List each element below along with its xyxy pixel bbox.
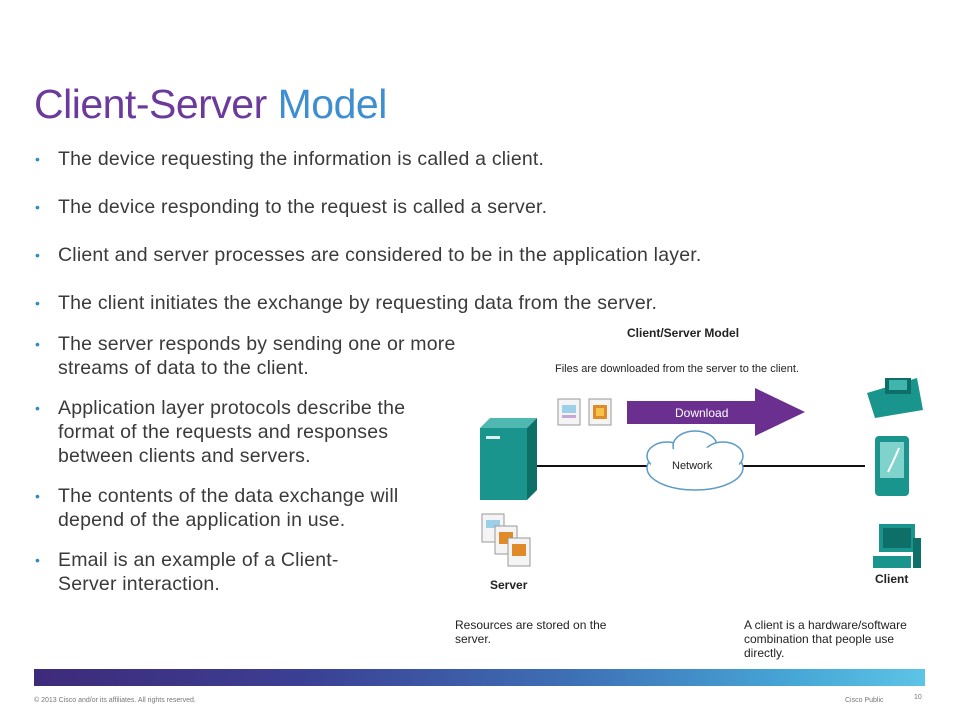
diagram-subtitle: Files are downloaded from the server to … xyxy=(555,363,799,375)
bullet-item: The client initiates the exchange by req… xyxy=(34,291,934,315)
client-caption: A client is a hardware/software combinat… xyxy=(744,618,907,660)
bullet-item: The contents of the data exchange will d… xyxy=(34,484,448,532)
bullet-item: Email is an example of a Client-Server i… xyxy=(34,548,358,596)
file-icon xyxy=(588,398,612,426)
file-icon xyxy=(557,398,581,426)
download-label: Download xyxy=(675,406,729,420)
copyright-text: © 2013 Cisco and/or its affiliates. All … xyxy=(34,697,196,704)
diagram-title: Client/Server Model xyxy=(627,326,740,340)
pda-icon xyxy=(875,436,909,496)
bullet-list-left: The server responds by sending one or mo… xyxy=(34,332,455,612)
server-tower-icon xyxy=(480,418,537,500)
ip-phone-icon xyxy=(867,378,923,418)
bullet-item: The device requesting the information is… xyxy=(34,147,934,171)
bullet-item: Application layer protocols describe the… xyxy=(34,396,418,468)
page-number: 10 xyxy=(914,694,922,701)
classification-label: Cisco Public xyxy=(845,697,884,704)
bullet-item: Client and server processes are consider… xyxy=(34,243,934,267)
client-label: Client xyxy=(875,572,909,586)
footer-gradient-bar xyxy=(34,669,925,686)
network-label: Network xyxy=(672,460,713,472)
bullet-item: The server responds by sending one or mo… xyxy=(34,332,458,380)
title-part-2: Model xyxy=(277,81,388,127)
title-part-1: Client-Server xyxy=(34,81,267,127)
bullet-list-top: The device requesting the information is… xyxy=(34,147,934,339)
client-server-diagram: Client/Server Model Files are downloaded… xyxy=(455,318,935,663)
server-label: Server xyxy=(490,578,528,592)
diagram-graphics xyxy=(480,378,923,568)
slide-title: Client-Server Model xyxy=(34,78,387,130)
download-arrow xyxy=(627,388,805,436)
bullet-item: The device responding to the request is … xyxy=(34,195,934,219)
server-files-icon xyxy=(481,513,531,567)
server-caption: Resources are stored on the server. xyxy=(455,618,607,646)
pc-client-icon xyxy=(873,524,921,568)
